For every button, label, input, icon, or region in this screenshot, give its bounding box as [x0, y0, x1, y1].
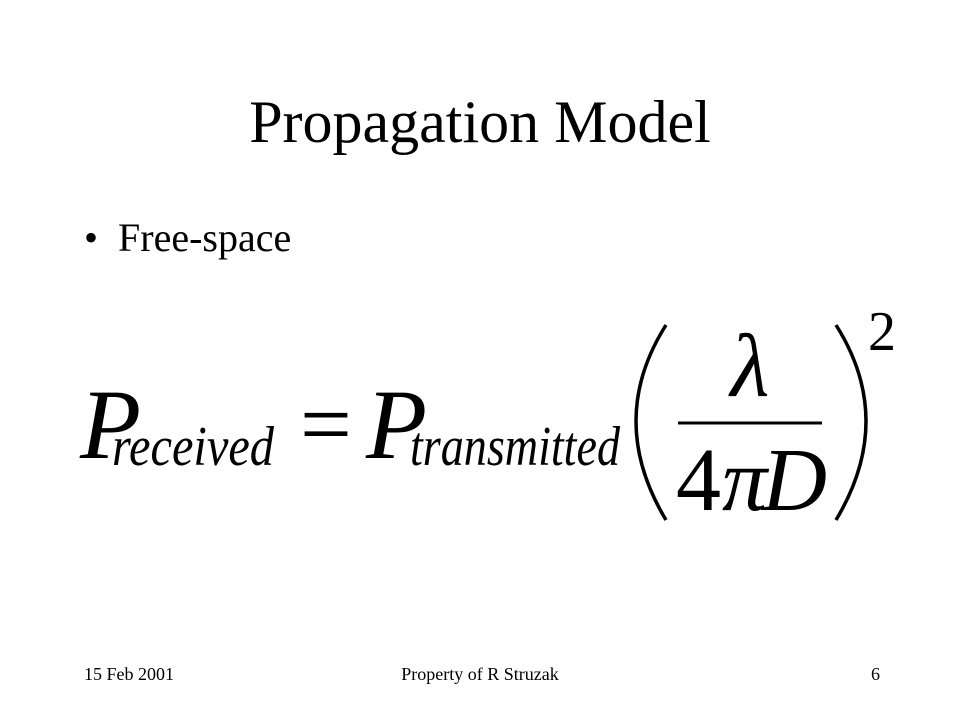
bullet-glyph: • [84, 215, 99, 260]
formula-rhs-subscript: transmitted [410, 416, 621, 478]
formula-lhs-symbol: P [79, 369, 141, 480]
slide-title: Propagation Model [249, 89, 711, 155]
formula-rhs-symbol: P [365, 369, 427, 480]
formula-exponent: 2 [868, 301, 896, 363]
formula-right-paren [834, 324, 868, 521]
footer-owner: Property of R Struzak [401, 664, 559, 684]
footer-date: 15 Feb 2001 [84, 664, 174, 684]
bullet-item: • Free-space [84, 214, 291, 262]
formula-denominator-pi: π [722, 431, 770, 530]
formula-lhs-subscript: received [112, 416, 275, 478]
formula-equals: = [300, 373, 352, 475]
formula-denominator-var: D [760, 431, 827, 530]
formula-left-paren [634, 324, 668, 521]
footer-page-number: 6 [871, 664, 880, 684]
formula-numerator: λ [728, 317, 770, 416]
formula-denominator-coef: 4 [676, 431, 721, 530]
bullet-text: Free-space [118, 215, 292, 260]
